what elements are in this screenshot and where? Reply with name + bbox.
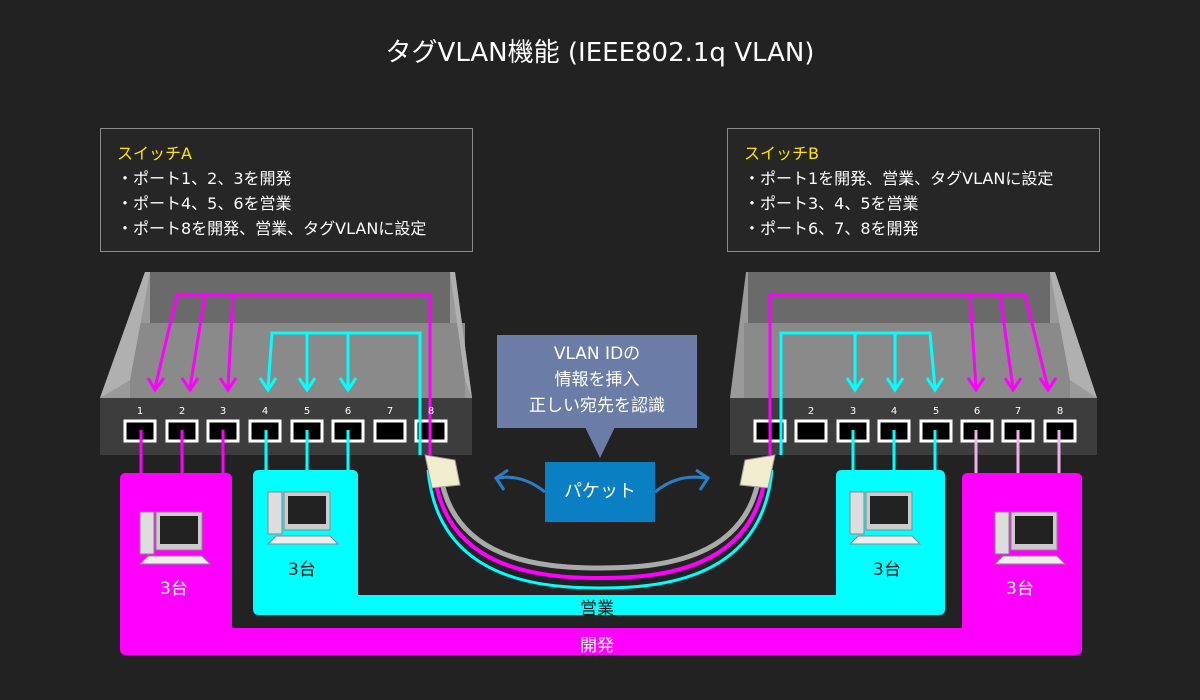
switch-a-heading: スイッチA — [117, 144, 192, 163]
trunk-cable — [424, 454, 776, 590]
switch-b-port-number: 6 — [973, 406, 981, 417]
switch-a-port — [373, 419, 407, 443]
switch-b-arrows — [768, 293, 1058, 455]
a-dev-count: 3台 — [160, 579, 188, 599]
a-sales-count: 3台 — [288, 560, 316, 580]
page-title: タグVLAN機能 (IEEE802.1q VLAN) — [385, 38, 815, 68]
packet-arrows — [493, 468, 711, 494]
computer-icon — [266, 491, 340, 545]
switch-b-port-number: 5 — [932, 406, 940, 417]
sales-vlan-region — [253, 470, 945, 615]
switch-b-port-number: 4 — [890, 406, 898, 417]
switch-b-heading: スイッチB — [744, 144, 819, 163]
switch-b-info: スイッチB ・ポート1を開発、営業、タグVLANに設定 ・ポート3、4、5を営業… — [727, 128, 1100, 252]
b-dev-count: 3台 — [1006, 579, 1034, 599]
switch-a-line: ・ポート4、5、6を営業 — [117, 194, 292, 213]
switch-b-port — [794, 419, 828, 443]
switch-a — [100, 272, 472, 455]
vlan-id-callout: VLAN IDの 情報を挿入 正しい宛先を認識 — [497, 335, 697, 428]
switch-a-port-number: 3 — [219, 406, 227, 417]
switch-a-port-number: 7 — [386, 406, 394, 417]
switch-a-port-number: 5 — [303, 406, 311, 417]
computer-icon — [993, 511, 1067, 565]
switch-a-port-number: 4 — [261, 406, 269, 417]
packet-label: パケット — [545, 462, 655, 522]
switch-b-port-number: 7 — [1014, 406, 1022, 417]
switch-a-port-number: 6 — [344, 406, 352, 417]
switch-a-info: スイッチA ・ポート1、2、3を開発 ・ポート4、5、6を営業 ・ポート8を開発… — [100, 128, 473, 252]
switch-a-port-number: 1 — [136, 406, 144, 417]
switch-b-port-number: 8 — [1056, 406, 1064, 417]
dev-label: 開発 — [580, 636, 614, 656]
switch-b-line: ・ポート3、4、5を営業 — [744, 194, 919, 213]
computers — [138, 491, 1067, 565]
b-sales-count: 3台 — [873, 560, 901, 580]
callout-line: 正しい宛先を認識 — [529, 396, 665, 416]
computer-icon — [138, 511, 212, 565]
switch-a-line: ・ポート8を開発、営業、タグVLANに設定 — [117, 219, 427, 238]
sales-label: 営業 — [580, 599, 614, 619]
port-links — [139, 430, 1061, 473]
switch-a-arrows — [146, 293, 432, 455]
computer-icon — [848, 491, 922, 545]
callout-line: VLAN IDの — [553, 344, 641, 364]
switch-b — [730, 272, 1097, 455]
switch-a-port-number: 8 — [427, 406, 435, 417]
switch-a-port-number: 2 — [178, 406, 186, 417]
switch-b-port-number: 3 — [849, 406, 857, 417]
dev-vlan-region — [120, 473, 1082, 655]
switch-b-port-number: 2 — [807, 406, 815, 417]
switch-b-line: ・ポート1を開発、営業、タグVLANに設定 — [744, 169, 1054, 188]
callout-pointer — [585, 427, 615, 458]
switch-a-line: ・ポート1、2、3を開発 — [117, 169, 292, 188]
switch-b-line: ・ポート6、7、8を開発 — [744, 219, 919, 238]
callout-line: 情報を挿入 — [554, 370, 640, 390]
